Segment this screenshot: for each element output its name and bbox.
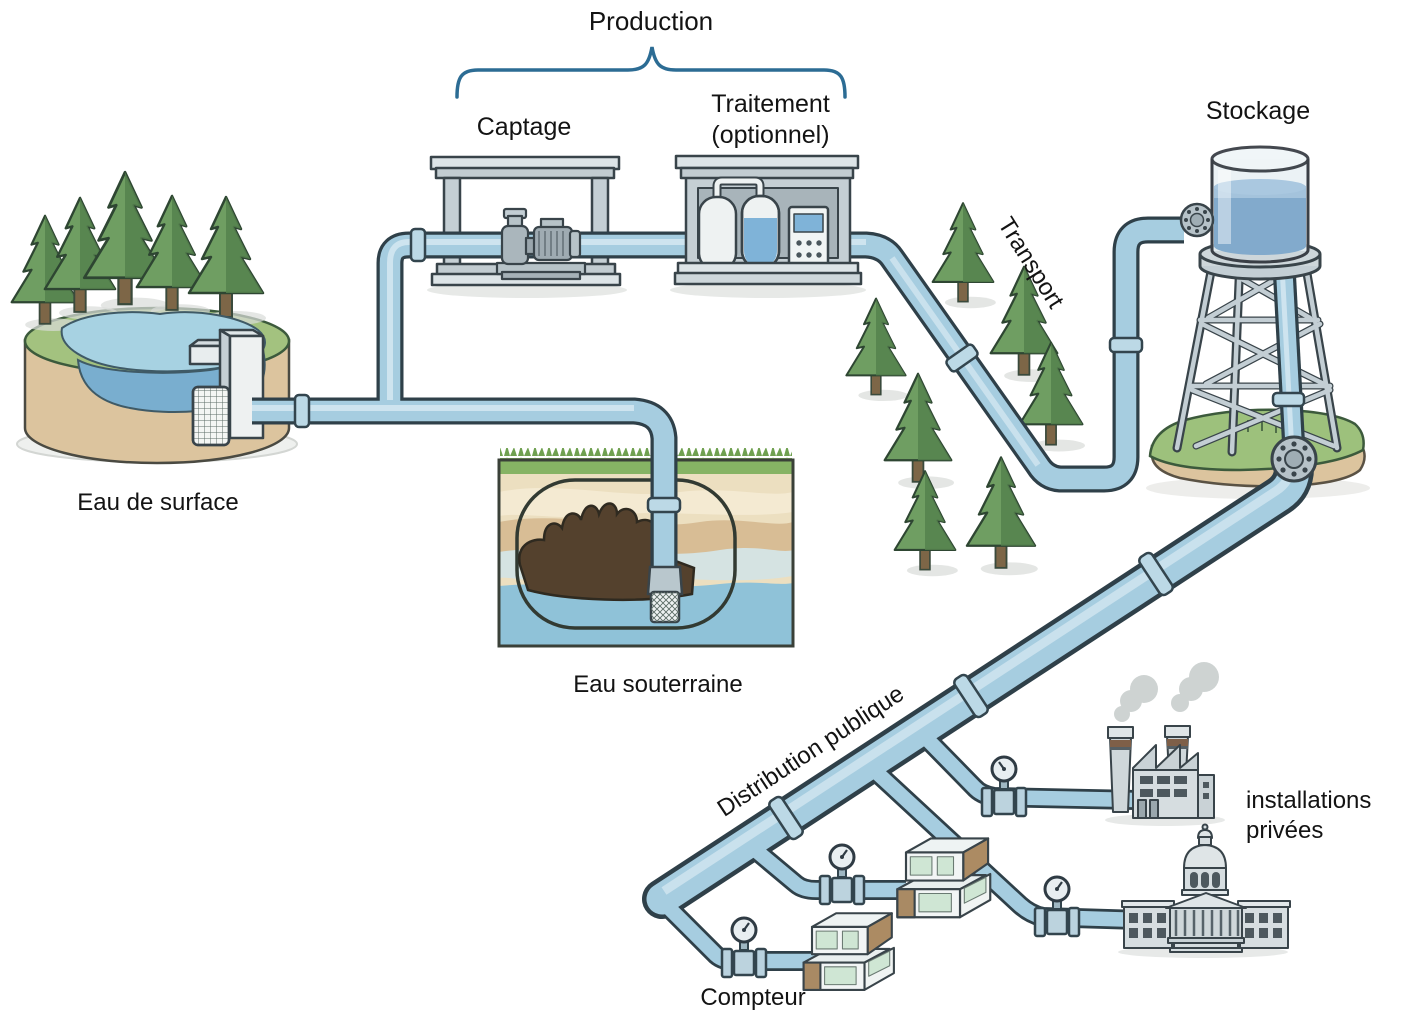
pump-volute <box>500 224 530 266</box>
production-brace <box>455 46 847 99</box>
capitol-dome <box>1181 823 1229 896</box>
sawtooth-roof <box>1132 744 1199 771</box>
house-b-branch-pipe <box>748 842 906 898</box>
distribution-network <box>642 435 1318 971</box>
water-meter-factory <box>980 755 1028 818</box>
smoke <box>1114 662 1219 722</box>
section-frame <box>497 458 795 648</box>
panel-screen <box>793 213 824 233</box>
well-zone-outline <box>515 478 737 630</box>
label-captage: Captage <box>476 113 572 141</box>
label-stockage: Stockage <box>1205 97 1311 125</box>
label-production: Production <box>588 6 714 36</box>
label-traitement-line1: Traitement <box>711 90 830 118</box>
intake-structure <box>188 328 265 447</box>
ground-flange <box>1270 435 1318 483</box>
label-installations-privees: installations privées <box>1246 786 1371 846</box>
label-compteur: Compteur <box>700 984 806 1011</box>
pond-trees <box>10 170 268 333</box>
grass-blades <box>500 448 792 460</box>
inlet-flange <box>1179 202 1215 238</box>
intake-screen <box>191 385 231 447</box>
well-screen <box>651 592 679 622</box>
tower-down-pipe <box>1271 265 1306 453</box>
water-meters <box>720 755 1081 979</box>
water-meter-capitol <box>1033 875 1081 938</box>
house-b <box>896 837 992 919</box>
label-eau-de-surface: Eau de surface <box>77 489 239 516</box>
label-installations-line2: privées <box>1246 817 1324 844</box>
factory-windows <box>1140 776 1187 797</box>
groundwater-section <box>497 448 795 648</box>
pump <box>495 207 587 281</box>
water-tower <box>1146 145 1370 499</box>
treatment-shadow <box>670 282 866 298</box>
primary-pipes <box>252 216 1184 624</box>
capitol-portico <box>1165 892 1247 953</box>
storage-tank <box>1210 145 1310 264</box>
label-installations-line1: installations <box>1246 787 1372 814</box>
water-meter-house-b <box>818 843 866 906</box>
label-traitement-line2: (optionnel) <box>711 121 830 150</box>
tank-water <box>744 218 777 266</box>
surface-water-scene <box>10 170 298 465</box>
label-traitement: Traitement (optionnel) <box>668 89 873 152</box>
pipe-collars <box>293 227 1144 514</box>
tower-lattice <box>1172 251 1342 457</box>
panel-buttons <box>796 240 822 258</box>
capitol-wing-left <box>1121 900 1175 949</box>
house-a <box>802 912 895 991</box>
treatment-building <box>670 154 866 298</box>
tank-empty <box>697 195 738 272</box>
water-meter-compteur <box>720 916 768 979</box>
transport-pipe <box>379 219 1184 490</box>
distribution-collars <box>768 551 1174 841</box>
factory <box>1105 662 1225 826</box>
well-pipe-screen <box>646 565 684 624</box>
control-panel <box>787 205 830 272</box>
raw-water-pipe <box>252 400 675 570</box>
capitol-building <box>1118 823 1291 958</box>
label-eau-souterraine: Eau souterraine <box>573 671 743 698</box>
grass-strip <box>500 458 792 474</box>
